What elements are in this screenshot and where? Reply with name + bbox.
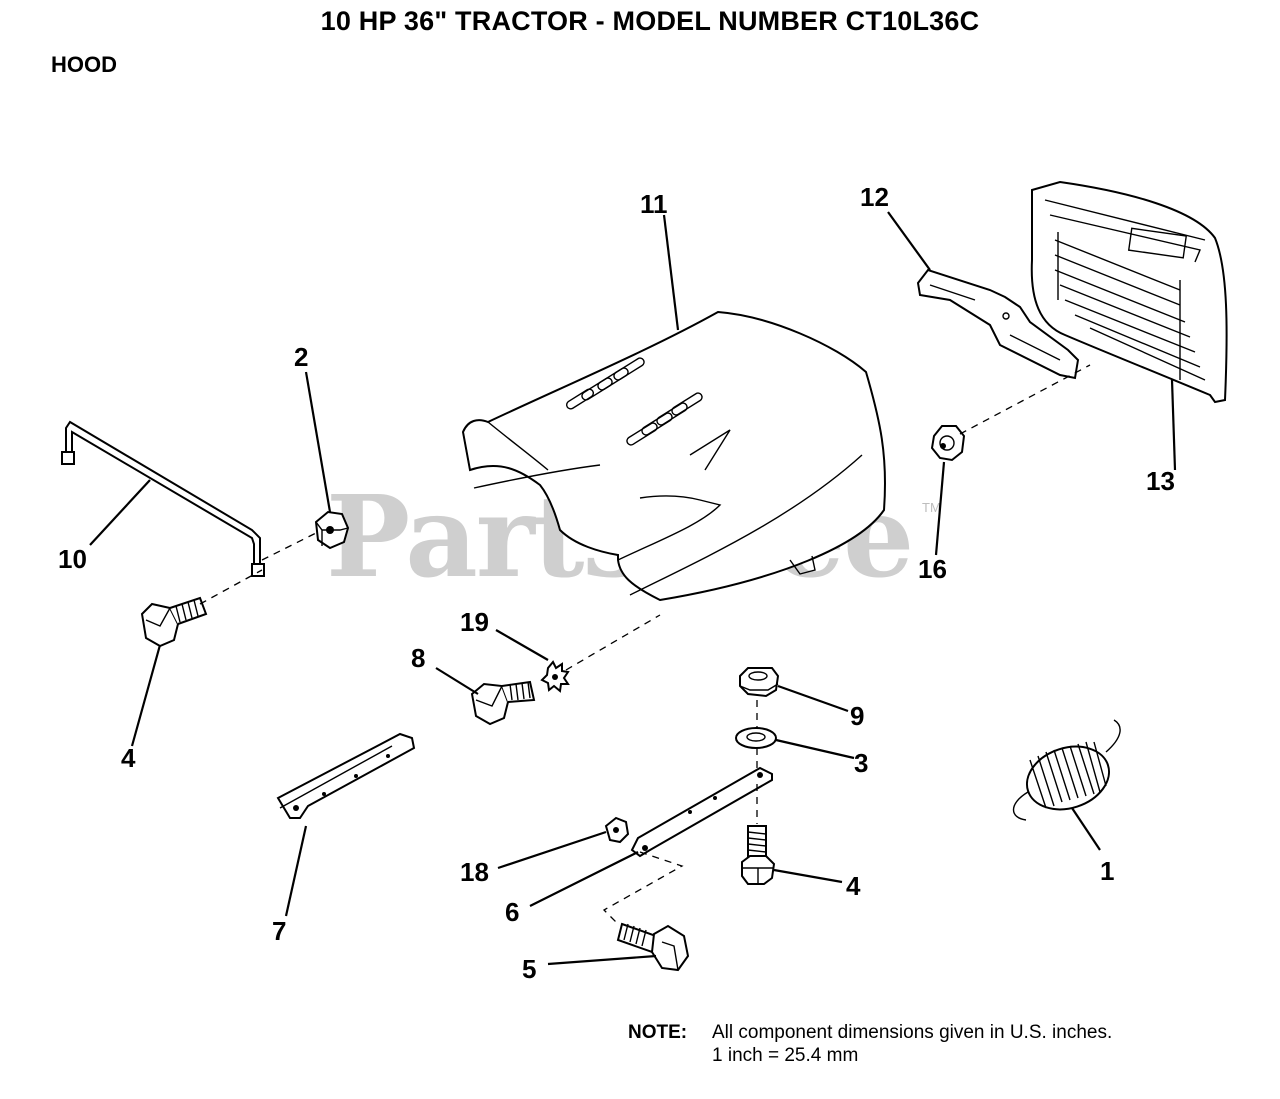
- callout-9: 9: [850, 701, 865, 731]
- nut-9-part: [739, 667, 780, 698]
- nut-2-part: [314, 510, 350, 550]
- hood-part: [461, 310, 887, 602]
- note-line-1: All component dimensions given in U.S. i…: [712, 1022, 1113, 1043]
- callout-6: 6: [505, 897, 520, 927]
- star-washer-part: [540, 660, 570, 693]
- bolt-5-part: [616, 922, 690, 972]
- note-line-2: 1 inch = 25.4 mm: [712, 1045, 859, 1066]
- bracket-6-part: [630, 766, 773, 858]
- callout-2: 2: [294, 342, 309, 372]
- callout-8: 8: [411, 643, 426, 673]
- washer-3-part: [735, 727, 777, 749]
- callout-18: 18: [460, 857, 489, 887]
- callout-19: 19: [460, 607, 489, 637]
- grille-bracket-part: [916, 268, 1080, 380]
- bolt-8-part: [470, 680, 536, 726]
- diagram-title: 10 HP 36" TRACTOR - MODEL NUMBER CT10L36…: [320, 6, 980, 36]
- callout-7: 7: [272, 916, 287, 946]
- callout-12: 12: [860, 182, 889, 212]
- callout-5: 5: [522, 954, 537, 984]
- callout-1: 1: [1100, 856, 1115, 886]
- bolt-4-left-part: [140, 596, 208, 648]
- callout-16: 16: [918, 554, 947, 584]
- callout-3: 3: [854, 748, 869, 778]
- callout-4-left: 4: [121, 743, 136, 773]
- callout-11: 11: [640, 189, 668, 219]
- nut-16-part: [930, 425, 966, 462]
- spring-part: [1012, 719, 1121, 821]
- note-label: NOTE:: [628, 1022, 688, 1043]
- bolt-4-lower-part: [741, 825, 776, 885]
- grille-part: [1030, 180, 1228, 404]
- leader-lines: [89, 211, 1177, 966]
- assembly-lines: [199, 364, 1091, 925]
- callout-13: 13: [1146, 466, 1175, 496]
- support-rod-part: [61, 420, 265, 577]
- watermark-trademark: TM: [922, 500, 941, 515]
- callout-4-lower: 4: [846, 871, 861, 901]
- callout-10: 10: [58, 544, 87, 574]
- bracket-7-part: [276, 732, 416, 819]
- washer-18-part: [604, 816, 630, 844]
- section-title: HOOD: [51, 52, 117, 77]
